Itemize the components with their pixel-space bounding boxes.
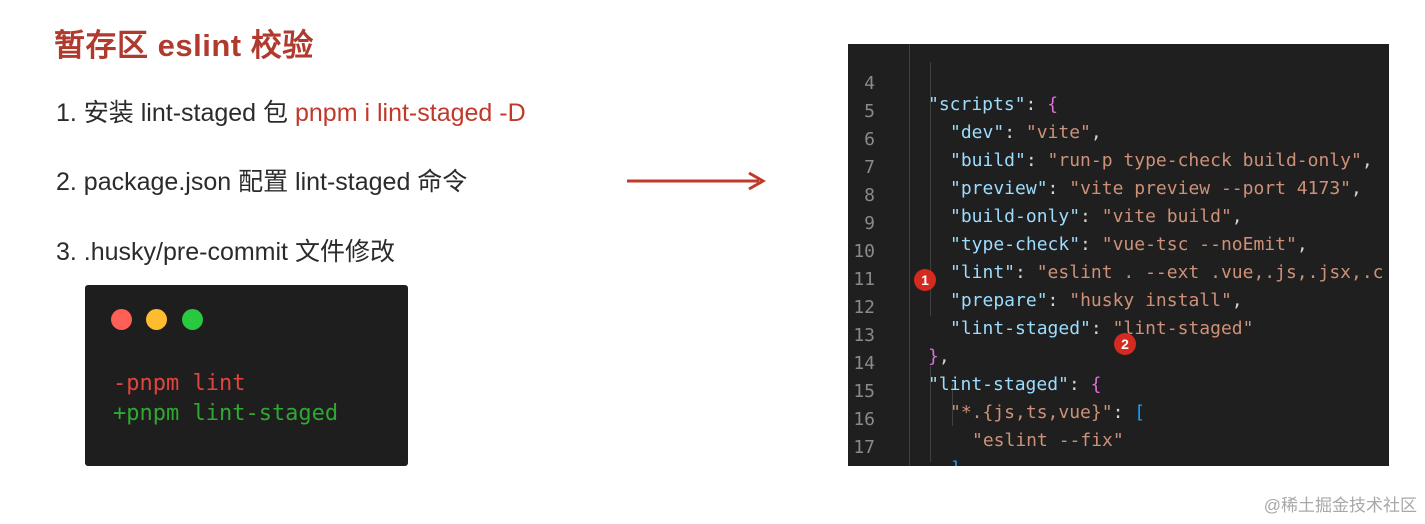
line-number: 16 bbox=[853, 409, 875, 430]
json-colon: : bbox=[1004, 122, 1026, 143]
line-number: 7 bbox=[864, 157, 875, 178]
code-line: 18 }, bbox=[848, 444, 1389, 466]
code-line: 4 "scripts": { bbox=[848, 52, 1389, 115]
code-line: 5 "dev": "vite", bbox=[848, 80, 1389, 143]
json-colon: : bbox=[1047, 290, 1070, 311]
line-number: 4 bbox=[864, 73, 875, 94]
json-colon: : bbox=[1112, 402, 1135, 423]
json-value: "eslint . --ext .vue,.js,.jsx,.c bbox=[1036, 262, 1384, 283]
code-line: 7 "preview": "vite preview --port 4173", bbox=[848, 136, 1389, 199]
json-colon: : bbox=[1068, 374, 1091, 395]
json-comma: , bbox=[1296, 234, 1308, 255]
json-comma: , bbox=[938, 346, 950, 367]
code-line: 11 "prepare": "husky install", bbox=[848, 248, 1389, 311]
indent-guide bbox=[930, 366, 931, 462]
json-value: "vite build" bbox=[1101, 206, 1232, 227]
json-value: "run-p type-check build-only" bbox=[1047, 150, 1362, 171]
json-colon: : bbox=[1015, 262, 1037, 283]
json-key: "type-check" bbox=[950, 234, 1081, 255]
line-number: 11 bbox=[853, 269, 875, 290]
code-line: 15 "*.{js,ts,vue}": [ bbox=[848, 360, 1389, 423]
line-number: 14 bbox=[853, 353, 875, 374]
line-number: 17 bbox=[853, 437, 875, 458]
code-line: 10 "lint": "eslint . --ext .vue,.js,.jsx… bbox=[848, 220, 1389, 283]
line-number: 9 bbox=[864, 213, 875, 234]
json-comma: , bbox=[1361, 150, 1373, 171]
close-dot-icon bbox=[111, 309, 132, 330]
indent-guide bbox=[952, 384, 953, 426]
diff-removed-line: -pnpm lint bbox=[113, 371, 246, 396]
minimize-dot-icon bbox=[146, 309, 167, 330]
json-colon: : bbox=[1080, 234, 1102, 255]
step-text: 3. .husky/pre-commit 文件修改 bbox=[56, 238, 395, 266]
json-key: "dev" bbox=[950, 122, 1005, 143]
json-value: "vite preview --port 4173" bbox=[1069, 178, 1351, 199]
json-comma: , bbox=[1231, 206, 1243, 227]
json-value: "vue-tsc --noEmit" bbox=[1101, 234, 1297, 255]
diff-added-line: +pnpm lint-staged bbox=[113, 401, 339, 426]
step-config: 2. package.json 配置 lint-staged 命令 bbox=[56, 162, 467, 198]
line-number: 10 bbox=[853, 241, 875, 262]
json-comma: , bbox=[1351, 178, 1362, 199]
json-value: "husky install" bbox=[1069, 290, 1232, 311]
code-line: 14 "lint-staged": { bbox=[848, 332, 1389, 395]
json-bracket: ] bbox=[950, 458, 961, 466]
json-key: "lint" bbox=[950, 262, 1016, 283]
json-key: "scripts" bbox=[928, 94, 1026, 115]
maximize-dot-icon bbox=[182, 309, 203, 330]
code-line: 17 ] bbox=[848, 416, 1389, 466]
line-number: 5 bbox=[864, 101, 875, 122]
code-line: 9 "type-check": "vue-tsc --noEmit", bbox=[848, 192, 1389, 255]
json-bracket: [ bbox=[1134, 402, 1146, 423]
json-value: "lint-staged" bbox=[1112, 318, 1254, 339]
arrow-right-icon bbox=[627, 171, 767, 191]
install-command: pnpm i lint-staged -D bbox=[294, 99, 526, 127]
json-colon: : bbox=[1025, 94, 1048, 115]
code-line: 16 "eslint --fix" bbox=[848, 388, 1389, 451]
line-number: 12 bbox=[853, 297, 875, 318]
step-marker-badge: 1 bbox=[914, 269, 936, 291]
step-install: 1. 安装 lint-staged 包 pnpm i lint-staged -… bbox=[56, 93, 526, 129]
json-colon: : bbox=[1025, 150, 1048, 171]
json-colon: : bbox=[1090, 318, 1113, 339]
line-number: 13 bbox=[853, 325, 875, 346]
json-comma: , bbox=[1090, 122, 1102, 143]
code-line: 6 "build": "run-p type-check build-only"… bbox=[848, 108, 1389, 171]
line-number: 15 bbox=[853, 381, 875, 402]
json-key: "prepare" bbox=[950, 290, 1048, 311]
json-key: "preview" bbox=[950, 178, 1048, 199]
step-text: 1. 安装 lint-staged 包 bbox=[56, 99, 295, 127]
code-line: 12 "lint-staged": "lint-staged" bbox=[848, 276, 1389, 339]
code-editor: ​ 4 "scripts": { 5 "dev": "vite", 6 "bui… bbox=[848, 44, 1389, 466]
json-key: "build-only" bbox=[950, 206, 1081, 227]
indent-guide bbox=[930, 62, 931, 316]
terminal-window: -pnpm lint +pnpm lint-staged bbox=[85, 285, 408, 466]
step-marker-badge: 2 bbox=[1114, 333, 1136, 355]
code-line: 13 }, bbox=[848, 304, 1389, 367]
line-number: 8 bbox=[864, 185, 875, 206]
json-colon: : bbox=[1047, 178, 1070, 199]
json-key: "lint-staged" bbox=[950, 318, 1091, 339]
json-key: "build" bbox=[950, 150, 1026, 171]
json-value: "eslint --fix" bbox=[972, 430, 1124, 451]
json-brace: { bbox=[1090, 374, 1102, 395]
json-brace: { bbox=[1047, 94, 1059, 115]
json-brace: } bbox=[928, 346, 939, 367]
step-text: 2. package.json 配置 lint-staged 命令 bbox=[56, 168, 468, 196]
line-number: 18 bbox=[848, 465, 875, 466]
line-number: 6 bbox=[864, 129, 875, 150]
json-key: "lint-staged" bbox=[928, 374, 1069, 395]
json-colon: : bbox=[1080, 206, 1102, 227]
watermark: @稀土掘金技术社区 bbox=[1263, 496, 1417, 515]
json-value: "vite" bbox=[1025, 122, 1091, 143]
json-comma: , bbox=[1231, 290, 1243, 311]
code-line: 8 "build-only": "vite build", bbox=[848, 164, 1389, 227]
step-precommit: 3. .husky/pre-commit 文件修改 bbox=[56, 232, 395, 268]
indent-guide bbox=[909, 44, 910, 466]
json-key: "*.{js,ts,vue}" bbox=[950, 402, 1113, 423]
page-title: 暂存区 eslint 校验 bbox=[54, 28, 314, 63]
